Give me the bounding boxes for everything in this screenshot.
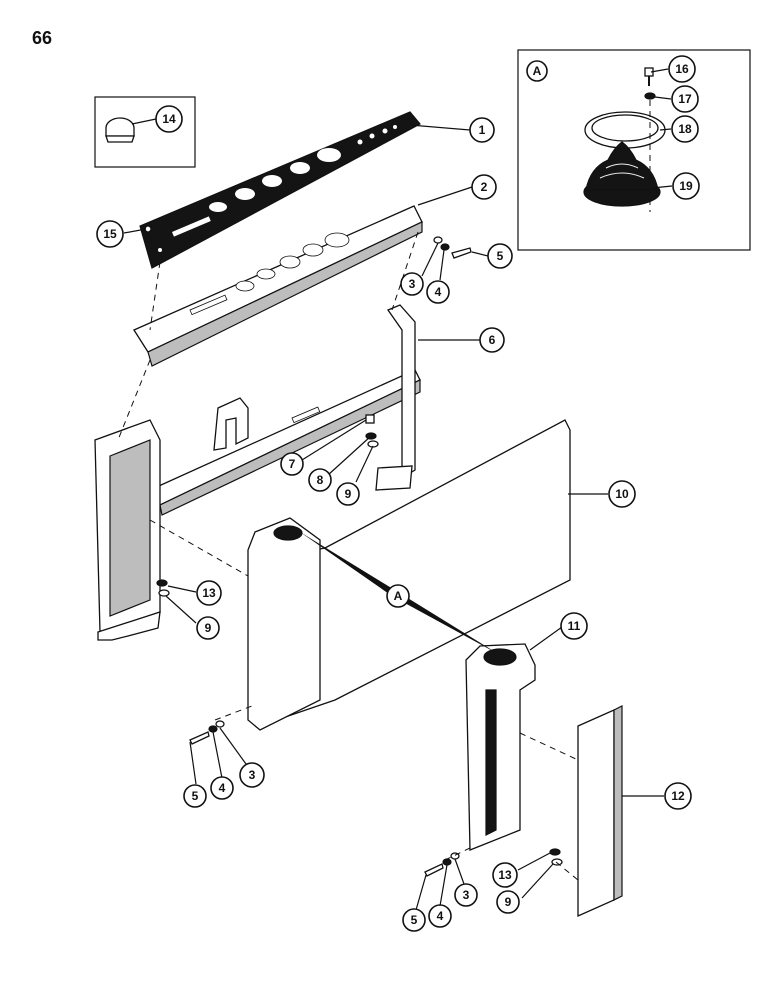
hardware-left xyxy=(156,579,170,597)
callout-c18: 18 xyxy=(671,115,699,143)
svg-text:12: 12 xyxy=(671,789,685,803)
callout-c8: 8 xyxy=(308,468,332,492)
callout-c11: 11 xyxy=(560,612,588,640)
callout-c19: 19 xyxy=(672,172,700,200)
callout-cA1: A xyxy=(526,60,548,82)
svg-text:1: 1 xyxy=(479,123,486,137)
hardware-lower xyxy=(424,852,460,877)
svg-text:9: 9 xyxy=(505,895,512,909)
center-support-bracket xyxy=(149,304,421,516)
callout-c12: 12 xyxy=(664,782,692,810)
panel-frame xyxy=(133,205,423,367)
callout-c9c: 9 xyxy=(496,890,520,914)
svg-text:4: 4 xyxy=(435,285,442,299)
svg-text:5: 5 xyxy=(497,249,504,263)
svg-text:3: 3 xyxy=(249,768,256,782)
cap-part xyxy=(105,117,135,143)
svg-text:2: 2 xyxy=(481,180,488,194)
detail-ring xyxy=(584,111,666,149)
detail-bolt xyxy=(644,67,654,86)
instrument-panel-overlay xyxy=(139,111,421,269)
detail-boot xyxy=(583,141,661,207)
svg-text:7: 7 xyxy=(289,457,296,471)
svg-text:5: 5 xyxy=(192,789,199,803)
svg-text:15: 15 xyxy=(103,227,117,241)
svg-text:11: 11 xyxy=(568,619,581,633)
channel-cover xyxy=(577,705,623,918)
svg-text:13: 13 xyxy=(498,868,512,882)
svg-text:14: 14 xyxy=(162,112,176,126)
callout-c5b: 5 xyxy=(183,784,207,808)
svg-text:6: 6 xyxy=(489,333,496,347)
callout-c10: 10 xyxy=(608,480,636,508)
svg-text:13: 13 xyxy=(202,586,216,600)
callout-c13b: 13 xyxy=(492,862,518,888)
svg-text:8: 8 xyxy=(317,473,324,487)
callout-c14: 14 xyxy=(155,105,183,133)
svg-text:4: 4 xyxy=(437,909,444,923)
svg-text:17: 17 xyxy=(678,92,692,106)
callout-c17: 17 xyxy=(671,85,699,113)
screw-15 xyxy=(144,225,152,238)
svg-text:19: 19 xyxy=(679,179,693,193)
callout-c3a: 3 xyxy=(400,272,424,296)
callout-c16: 16 xyxy=(668,55,696,83)
callout-leaders xyxy=(123,68,673,911)
callout-cA2: A xyxy=(386,584,410,608)
callout-c3b: 3 xyxy=(239,762,265,788)
left-pillar xyxy=(94,419,161,641)
assembly-lines xyxy=(117,231,579,881)
callout-c9b: 9 xyxy=(196,616,220,640)
svg-text:18: 18 xyxy=(678,122,692,136)
svg-text:A: A xyxy=(533,64,542,78)
svg-text:4: 4 xyxy=(219,781,226,795)
svg-text:3: 3 xyxy=(409,277,416,291)
callout-c5a: 5 xyxy=(487,243,513,269)
callout-c2: 2 xyxy=(471,174,497,200)
detail-lockwasher xyxy=(644,92,656,100)
callout-c6: 6 xyxy=(479,327,505,353)
right-pillar xyxy=(465,643,536,851)
svg-text:A: A xyxy=(394,589,403,603)
page-number: 66 xyxy=(32,28,53,48)
hardware-middle xyxy=(189,720,225,745)
callout-c1: 1 xyxy=(469,117,495,143)
hardware-center xyxy=(365,414,379,448)
cap-inset-box xyxy=(94,96,196,168)
detail-a-box xyxy=(517,49,751,251)
callout-c13a: 13 xyxy=(196,580,222,606)
callout-c3c: 3 xyxy=(454,883,478,907)
hardware-right xyxy=(549,848,563,866)
svg-text:9: 9 xyxy=(205,621,212,635)
svg-text:5: 5 xyxy=(411,913,418,927)
svg-text:9: 9 xyxy=(345,487,352,501)
svg-text:10: 10 xyxy=(615,487,629,501)
callout-c5c: 5 xyxy=(402,908,426,932)
callout-c4a: 4 xyxy=(426,280,450,304)
hardware-upper xyxy=(433,236,472,259)
callout-c4b: 4 xyxy=(210,776,234,800)
side-panel xyxy=(247,419,571,731)
callout-c15: 15 xyxy=(96,220,124,248)
callout-c7: 7 xyxy=(280,452,304,476)
svg-text:16: 16 xyxy=(675,62,689,76)
callout-c4c: 4 xyxy=(428,904,452,928)
svg-text:3: 3 xyxy=(463,888,470,902)
callout-c9a: 9 xyxy=(336,482,360,506)
